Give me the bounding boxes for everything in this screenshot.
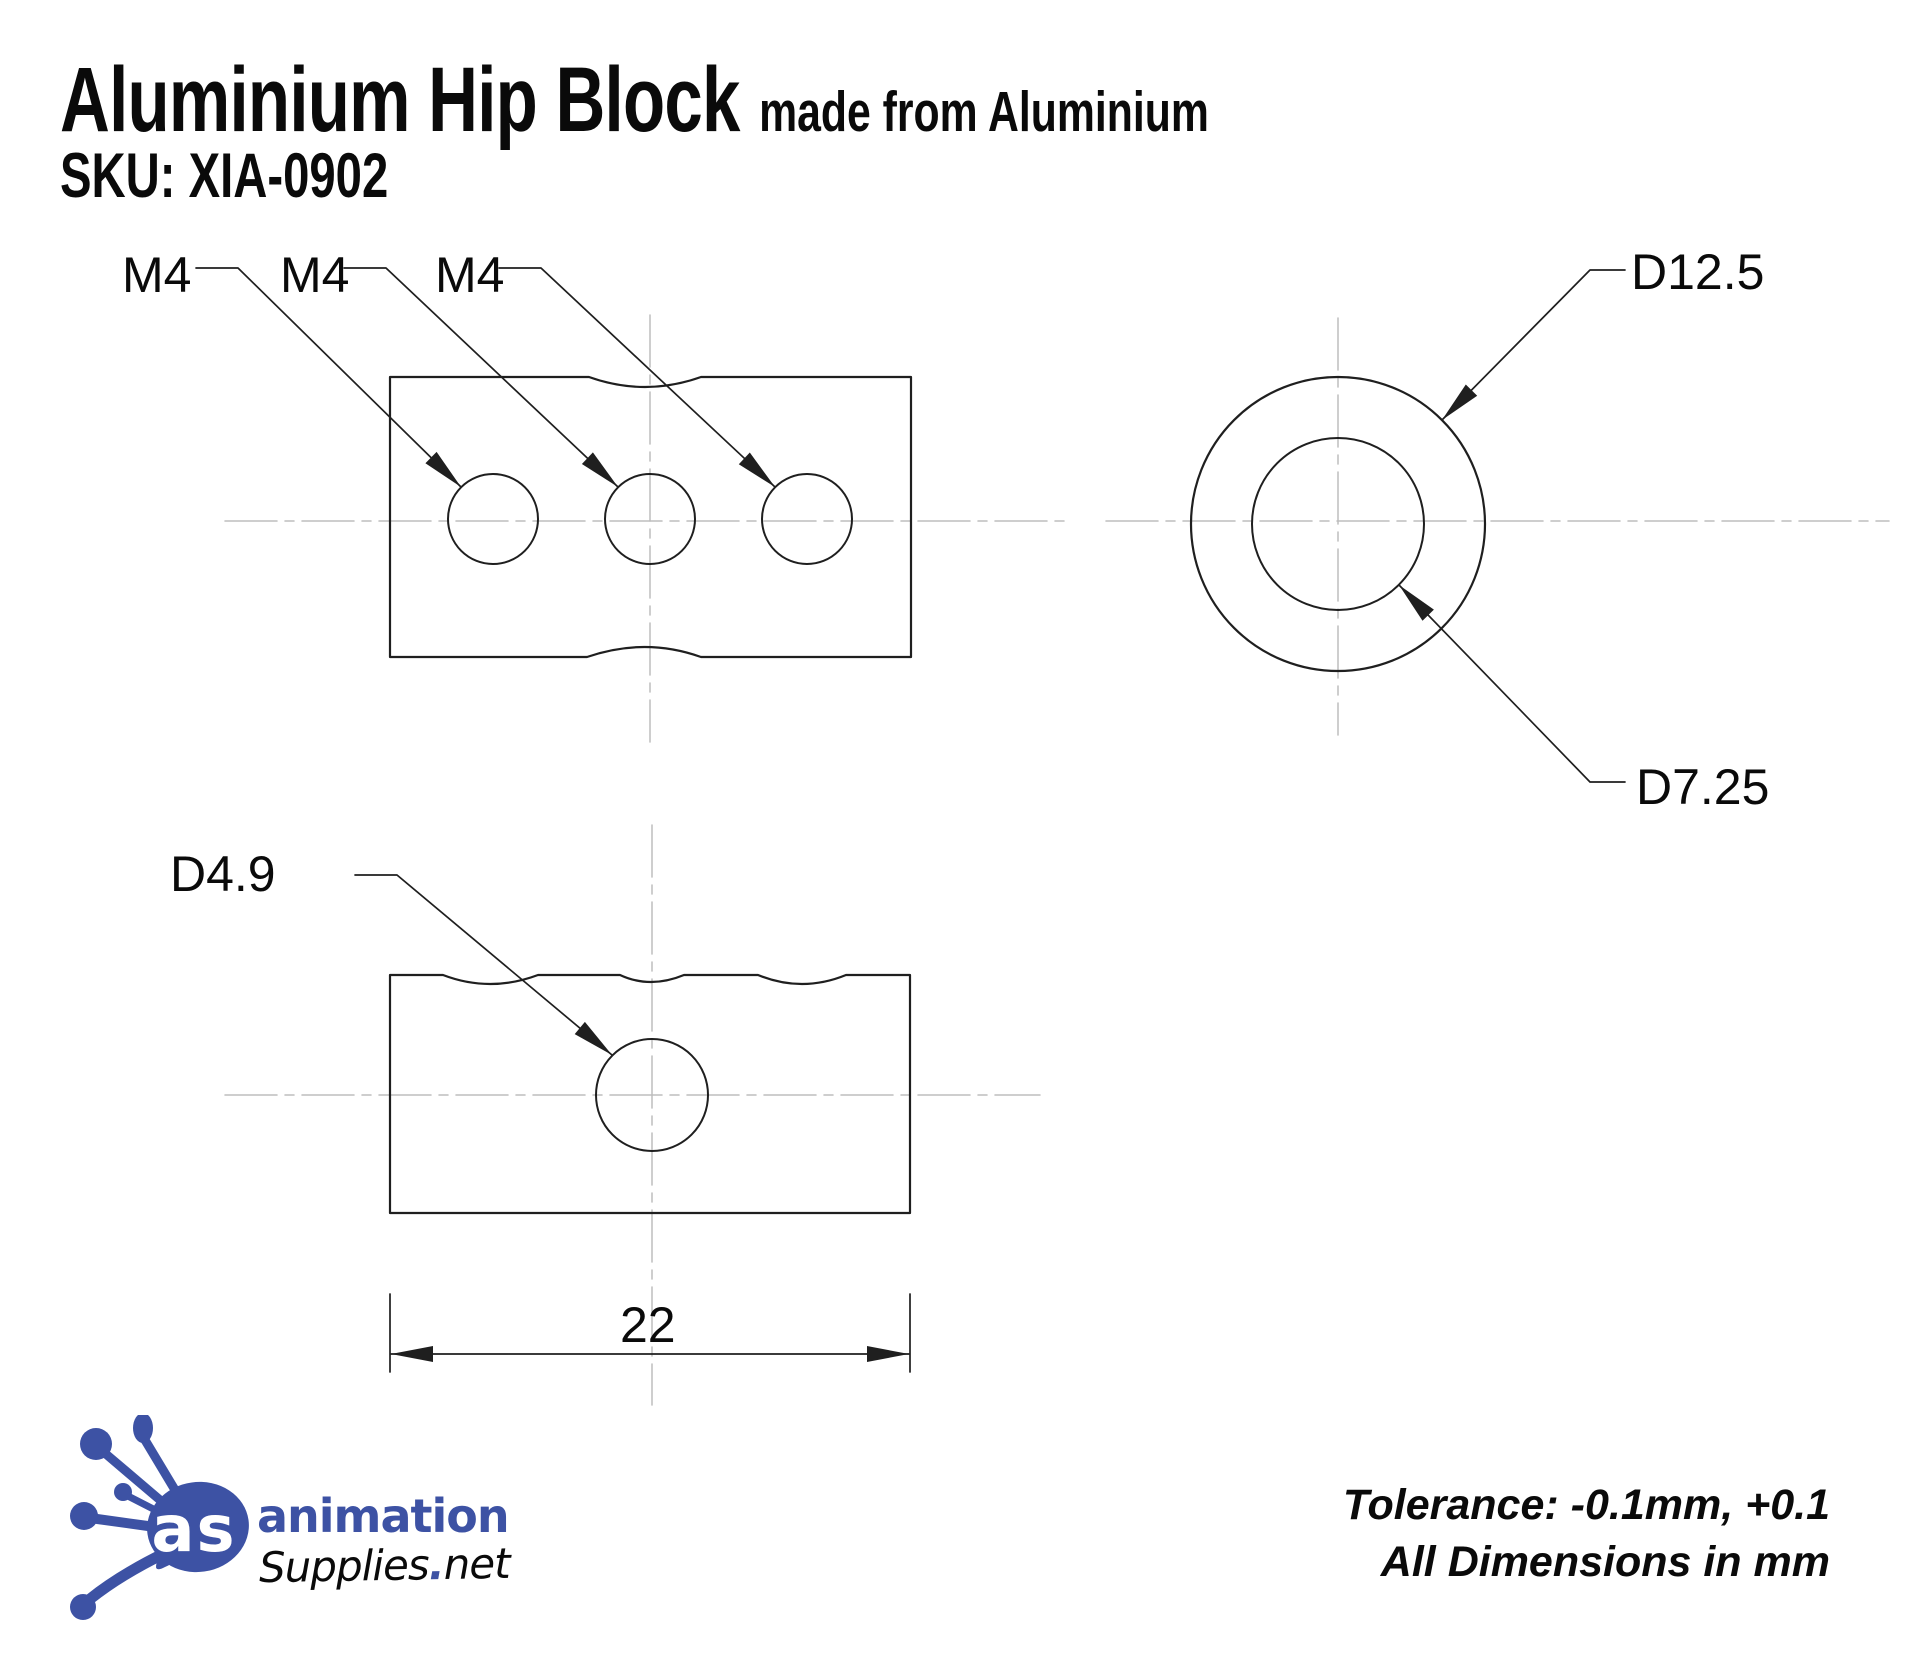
label-d12-5: D12.5 [1631, 244, 1765, 300]
leader-m4-2 [343, 267, 619, 488]
arrowhead-m4-3 [738, 452, 775, 487]
sku-text: SKU: XIA-0902 [60, 141, 389, 211]
arrowhead-d7-25 [1399, 585, 1434, 621]
tolerance-note: Tolerance: -0.1mm, +0.1 All Dimensions i… [1343, 1477, 1830, 1591]
arrowhead-m4-1 [425, 451, 461, 487]
logo-monogram: as [151, 1493, 236, 1567]
arrowhead-d4-9 [574, 1021, 612, 1055]
logo-word-supplies: Supplies.net [259, 1539, 510, 1592]
leader-m4-1 [195, 267, 462, 488]
dim-arrow-right [867, 1346, 909, 1362]
label-d7-25: D7.25 [1636, 759, 1770, 815]
front-view-outline [388, 375, 913, 659]
units-line: All Dimensions in mm [1380, 1537, 1830, 1586]
label-m4-2: M4 [280, 247, 350, 303]
logo-word-animation: animation [257, 1489, 510, 1543]
label-d4-9: D4.9 [170, 846, 276, 902]
label-m4-1: M4 [122, 247, 192, 303]
leader-d12-5 [1441, 269, 1626, 421]
bottom-view-hole [595, 1038, 709, 1152]
leader-d7-25 [1398, 584, 1626, 783]
arrowhead-d12-5 [1442, 384, 1478, 420]
header: Aluminium Hip Block made from Aluminium [60, 48, 1209, 153]
logo-supplies-text: Supplies [258, 1540, 430, 1593]
dim-arrow-left [391, 1346, 433, 1362]
leader-m4-3 [498, 267, 776, 488]
logo-splat-icon: as [70, 1415, 249, 1620]
label-width-22: 22 [620, 1297, 676, 1353]
page-title: Aluminium Hip Block [60, 49, 740, 151]
page-subtitle: made from Aluminium [759, 80, 1209, 144]
front-view-hole-2 [604, 473, 696, 565]
leader-d4-9 [354, 874, 613, 1056]
bottom-view-outline [388, 973, 912, 1215]
label-m4-3: M4 [435, 247, 505, 303]
front-view-hole-1 [447, 473, 539, 565]
side-view-inner-circle [1251, 437, 1425, 611]
logo-net-text: net [443, 1538, 510, 1589]
tolerance-line: Tolerance: -0.1mm, +0.1 [1342, 1481, 1830, 1529]
arrowhead-m4-2 [581, 452, 618, 487]
logo-dot: . [428, 1539, 445, 1590]
front-view-hole-3 [761, 473, 853, 565]
side-view-outer-circle [1189, 375, 1487, 673]
